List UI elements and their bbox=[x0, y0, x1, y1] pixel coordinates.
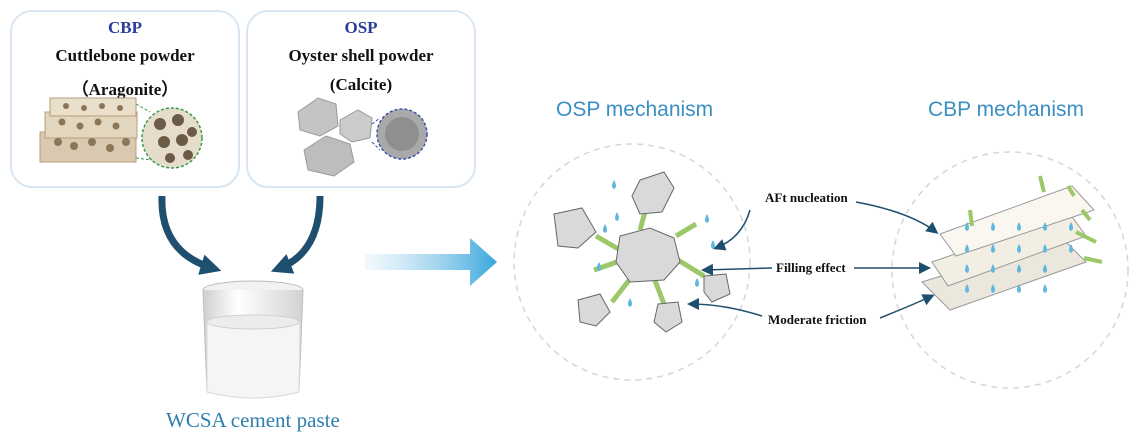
osp-abbr: OSP bbox=[344, 18, 378, 37]
cbp-name: Cuttlebone powder bbox=[55, 46, 195, 65]
process-arrow bbox=[365, 238, 497, 286]
annotation-arrows bbox=[687, 201, 939, 319]
cbp-mechanism-circle bbox=[891, 151, 1129, 389]
cbp-abbr: CBP bbox=[108, 18, 142, 37]
aft-nucleation-label: AFt nucleation bbox=[765, 190, 848, 205]
cbp-mechanism-title: CBP mechanism bbox=[928, 98, 1085, 121]
osp-card: OSP Oyster shell powder (Calcite) bbox=[246, 10, 476, 188]
oyster-shell-powder-image bbox=[297, 97, 428, 177]
cbp-mineral: （Aragonite） bbox=[71, 80, 179, 99]
product-label: WCSA cement paste bbox=[166, 408, 340, 432]
filling-effect-label: Filling effect bbox=[776, 260, 846, 275]
cuttlebone-powder-image bbox=[39, 97, 203, 169]
moderate-friction-label: Moderate friction bbox=[768, 312, 867, 327]
beaker-image bbox=[202, 280, 304, 399]
cbp-to-paste-arrow bbox=[158, 195, 222, 275]
osp-mineral: (Calcite) bbox=[329, 75, 393, 94]
osp-to-paste-arrow bbox=[270, 195, 324, 274]
osp-mechanism-circle bbox=[513, 143, 751, 381]
cbp-layers bbox=[921, 175, 1103, 311]
osp-name: Oyster shell powder bbox=[288, 46, 434, 65]
osp-particles bbox=[553, 171, 731, 333]
osp-mechanism-title: OSP mechanism bbox=[556, 98, 714, 121]
